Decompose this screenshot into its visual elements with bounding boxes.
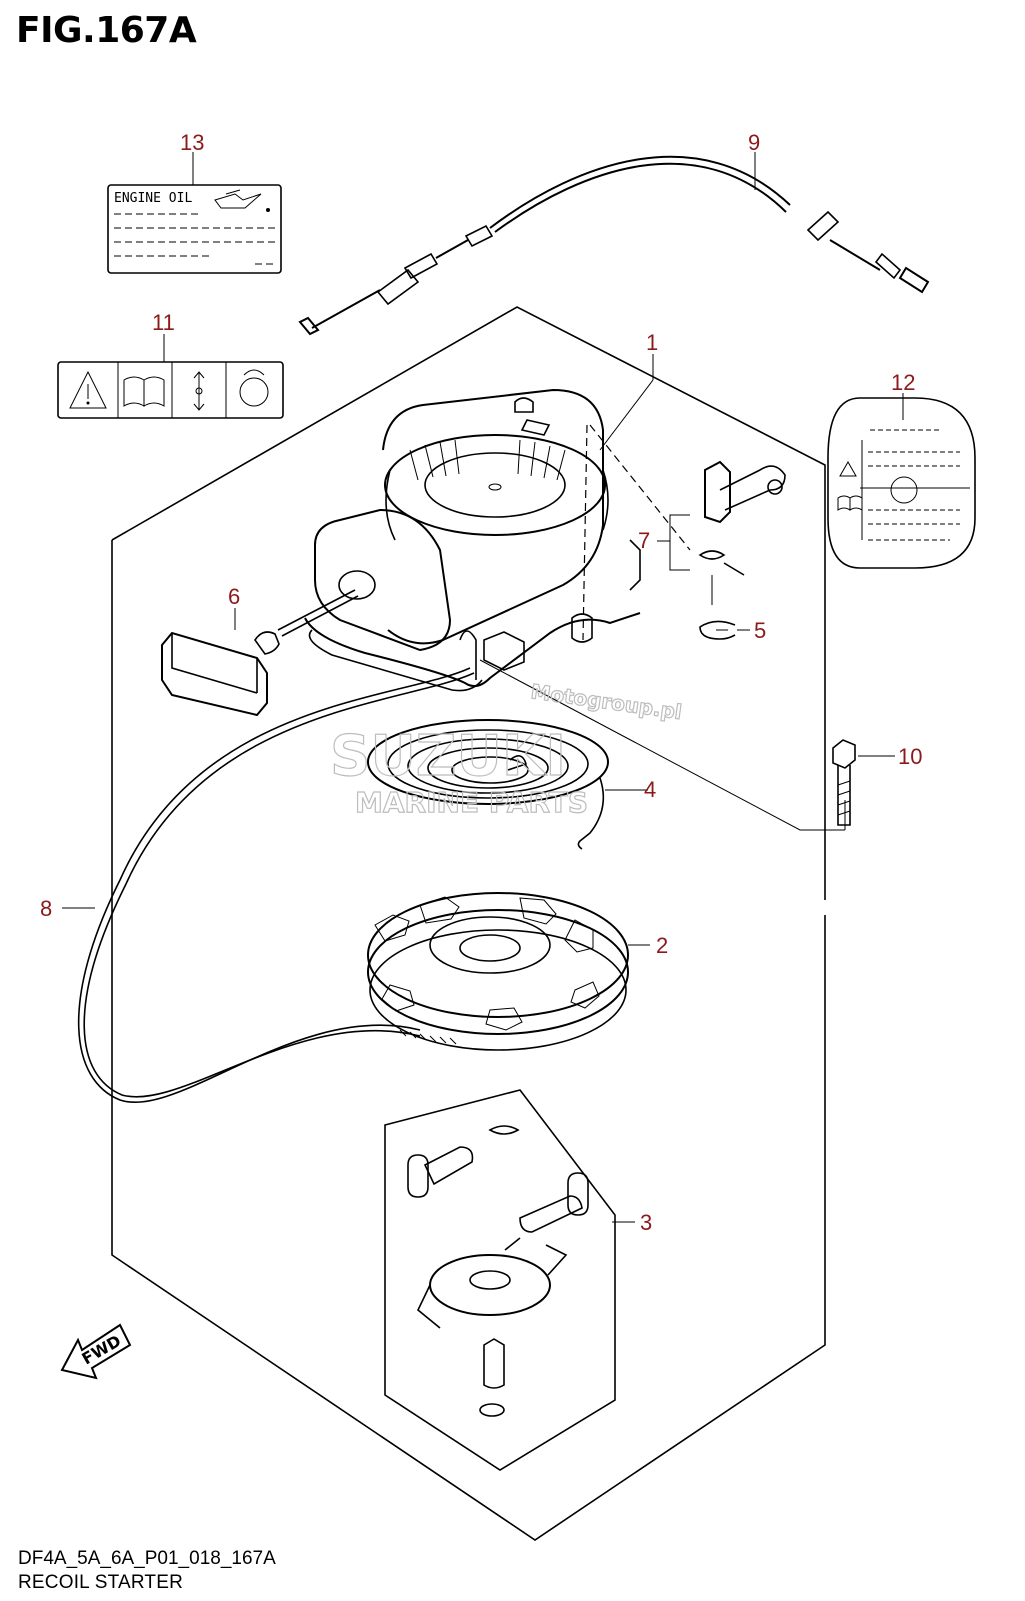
callout-9: 9	[748, 130, 760, 155]
case-bolt	[832, 739, 856, 826]
callout-6: 6	[228, 584, 240, 609]
pull-handle-icon	[239, 369, 269, 407]
manual-book-icon	[123, 376, 165, 407]
recoil-spring	[367, 719, 609, 850]
callout-10: 10	[898, 744, 922, 769]
recoil-starter-case	[304, 388, 641, 692]
starter-handle	[161, 589, 359, 717]
figure-name: RECOIL STARTER	[18, 1572, 184, 1593]
round-caution-label-part	[827, 397, 976, 569]
callout-4: 4	[644, 777, 656, 802]
brand-sub-watermark: MARINE PARTS	[355, 786, 588, 819]
warning-label-part	[57, 361, 284, 419]
brand-watermark: SUZUKI	[330, 724, 566, 789]
callout-11: 11	[152, 310, 175, 335]
callout-7: 7	[638, 528, 650, 553]
figure-code: DF4A_5A_6A_P01_018_167A	[18, 1548, 276, 1569]
rope-reel-pulley	[367, 892, 629, 1051]
callout-1: 1	[646, 330, 658, 355]
figure-title: FIG.167A	[16, 10, 197, 51]
engine-oil-label-part: ENGINE OIL	[107, 184, 282, 274]
callout-13: 13	[180, 130, 204, 155]
warning-triangle-icon	[69, 370, 107, 409]
start-in-gear-cable	[298, 155, 930, 336]
oil-can-icon	[214, 189, 270, 212]
bolt-leader-line	[479, 659, 845, 831]
assembly-boundary	[111, 540, 826, 1541]
forward-direction-arrow: FWD	[60, 1323, 132, 1380]
callout-5: 5	[754, 618, 766, 643]
callout-2: 2	[656, 933, 668, 958]
ratchet-pawl-set	[407, 1125, 589, 1417]
engine-oil-label-text: ENGINE OIL	[114, 191, 192, 206]
up-down-arrow-icon	[193, 371, 205, 411]
callout-12: 12	[891, 370, 915, 395]
ratchet-subassembly-boundary	[384, 1089, 616, 1471]
e-ring-clip	[699, 620, 736, 640]
shop-watermark: Motogroup.pl	[529, 679, 683, 724]
assembly-boundary-top	[111, 306, 826, 900]
callout-3: 3	[640, 1210, 652, 1235]
callout-8: 8	[40, 896, 52, 921]
latch-lever-and-spring	[698, 460, 786, 576]
